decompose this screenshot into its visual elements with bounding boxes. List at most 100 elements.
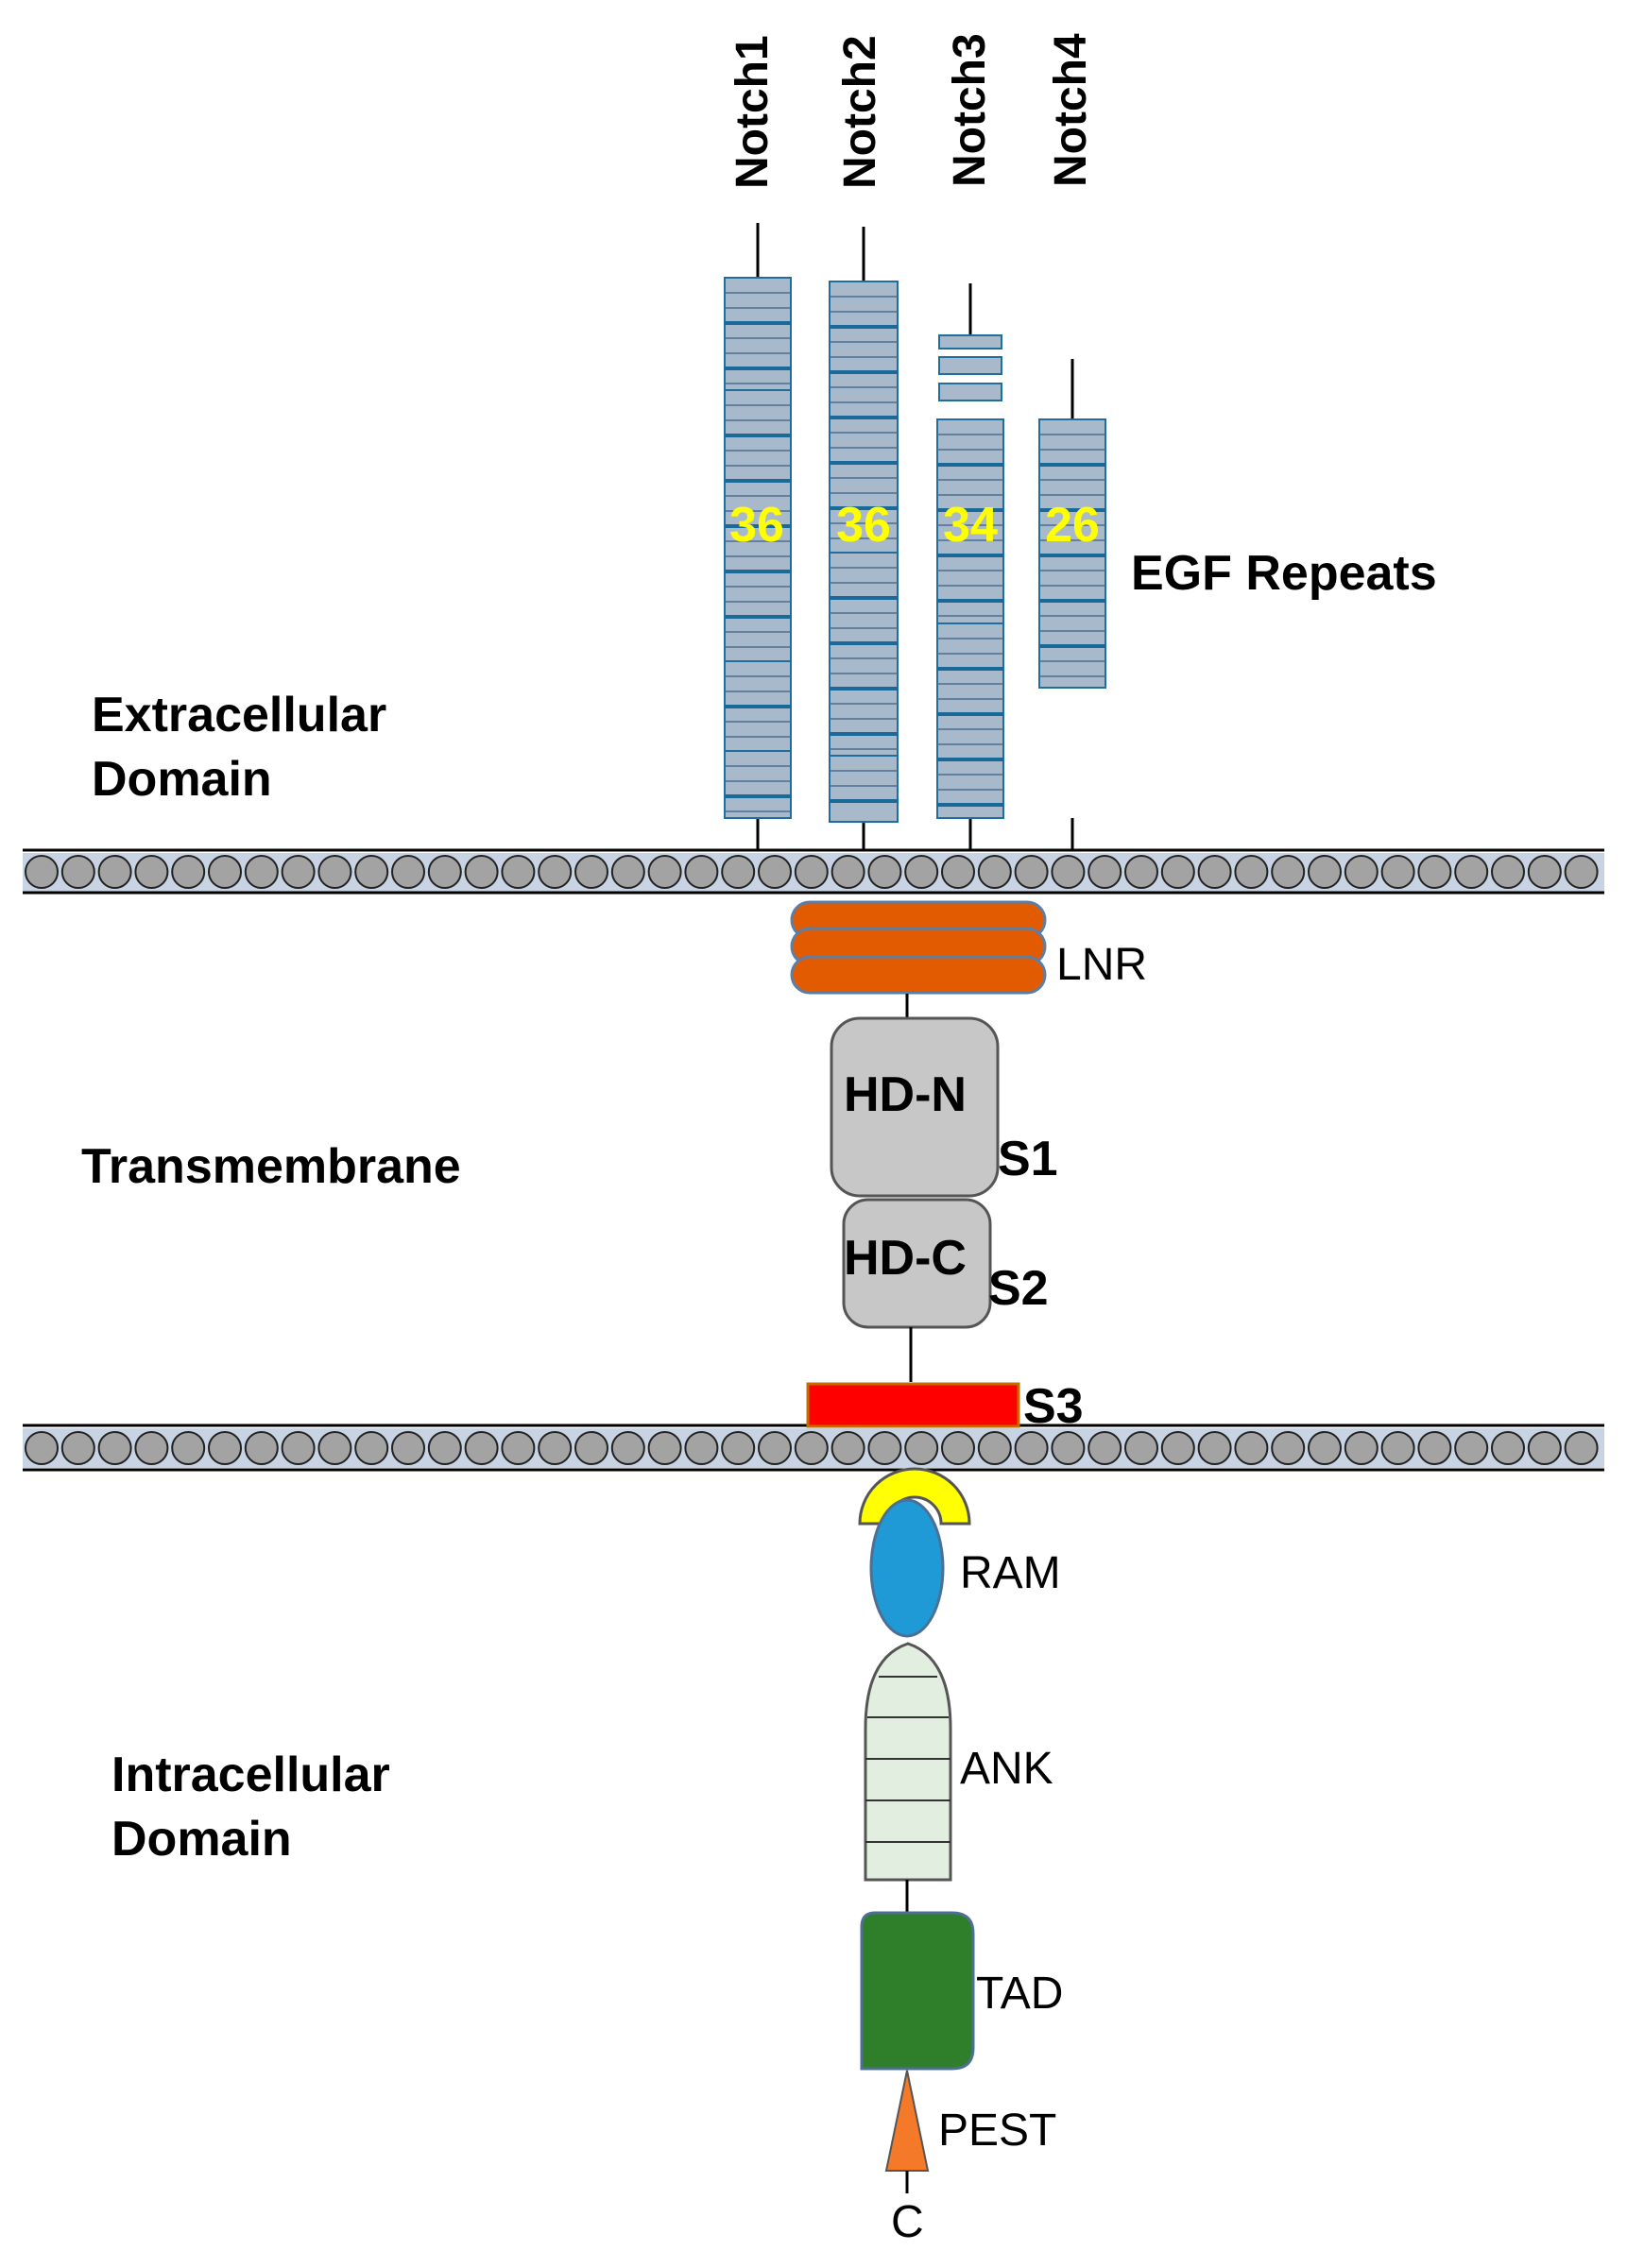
membrane-bead — [354, 855, 389, 889]
inner-membrane — [23, 1424, 1604, 1472]
hd-n-label: HD-N — [844, 1067, 967, 1122]
notch1-label: Notch1 — [728, 35, 778, 189]
membrane-bead — [610, 1431, 645, 1465]
membrane-bead — [60, 855, 95, 889]
membrane-bead — [794, 1431, 829, 1465]
egf-block — [829, 552, 899, 757]
lnr-label: LNR — [1056, 940, 1148, 990]
transmembrane-label: Transmembrane — [81, 1139, 461, 1194]
membrane-bead — [758, 1431, 792, 1465]
ram-label: RAM — [960, 1548, 1061, 1598]
membrane-bead — [1527, 855, 1562, 889]
membrane-bead — [1308, 855, 1342, 889]
membrane-bead — [501, 855, 536, 889]
membrane-bead — [244, 1431, 279, 1465]
membrane-bead — [354, 1431, 389, 1465]
membrane-bead — [941, 855, 975, 889]
egf-repeat — [938, 383, 1002, 401]
s1-label: S1 — [998, 1132, 1058, 1186]
membrane-bead — [134, 1431, 169, 1465]
egf-block — [829, 755, 899, 823]
membrane-bead — [1380, 1431, 1415, 1465]
membrane-bead — [501, 1431, 536, 1465]
egf-column-2 — [829, 227, 899, 850]
membrane-bead — [1491, 1431, 1525, 1465]
intracellular-line-2: Domain — [111, 1812, 292, 1867]
membrane-bead — [1160, 855, 1195, 889]
tad-label: TAD — [976, 1969, 1064, 2019]
membrane-bead — [1124, 855, 1158, 889]
extracellular-line-2: Domain — [92, 752, 272, 807]
membrane-bead — [1271, 1431, 1306, 1465]
intracellular-domain-label: Intracellular Domain — [111, 1743, 390, 1871]
membrane-bead — [574, 1431, 608, 1465]
membrane-bead — [97, 1431, 132, 1465]
membrane-bead — [867, 1431, 902, 1465]
membrane-bead — [721, 855, 756, 889]
egf-repeat — [938, 334, 1002, 350]
egf-block — [724, 277, 792, 391]
membrane-bead — [1564, 1431, 1599, 1465]
membrane-bead — [574, 855, 608, 889]
membrane-bead — [391, 855, 425, 889]
extracellular-domain-label: Extracellular Domain — [92, 683, 386, 811]
membrane-bead — [941, 1431, 975, 1465]
membrane-bead — [25, 855, 59, 889]
membrane-bead — [647, 1431, 682, 1465]
membrane-bead — [1124, 1431, 1158, 1465]
membrane-bead — [464, 1431, 499, 1465]
s3-cleavage-bar — [806, 1382, 1020, 1428]
notch1-egf-count: 36 — [729, 498, 784, 553]
membrane-bead — [794, 855, 829, 889]
egf-repeat-columns — [724, 223, 1106, 850]
tad-domain — [860, 1911, 975, 2071]
membrane-bead — [171, 855, 206, 889]
membrane-bead — [97, 855, 132, 889]
outer-membrane — [23, 848, 1604, 895]
notch2-egf-count: 36 — [836, 498, 891, 553]
ank-domain — [864, 1642, 952, 1882]
egf-column-4 — [1038, 359, 1106, 850]
membrane-bead — [1308, 1431, 1342, 1465]
egf-column-3 — [936, 283, 1004, 850]
membrane-bead — [1234, 1431, 1269, 1465]
membrane-bead — [1197, 1431, 1232, 1465]
membrane-bead — [904, 1431, 939, 1465]
membrane-bead — [134, 855, 169, 889]
egf-block — [936, 622, 1004, 819]
membrane-bead — [208, 855, 242, 889]
hd-c-domain — [842, 1198, 992, 1329]
intracellular-line-1: Intracellular — [111, 1748, 390, 1802]
notch3-egf-count: 34 — [943, 498, 998, 553]
membrane-bead — [1417, 855, 1452, 889]
s3-label: S3 — [1023, 1379, 1084, 1434]
membrane-bead — [1344, 1431, 1379, 1465]
membrane-bead — [1417, 1431, 1452, 1465]
egf-repeats-label: EGF Repeats — [1131, 546, 1437, 601]
ank-label: ANK — [960, 1744, 1053, 1794]
hd-c-label: HD-C — [844, 1231, 967, 1286]
membrane-bead — [1564, 855, 1599, 889]
membrane-bead — [1051, 855, 1086, 889]
pest-label: PEST — [938, 2106, 1057, 2156]
membrane-bead — [721, 1431, 756, 1465]
c-terminus-label: C — [891, 2197, 924, 2247]
membrane-bead — [317, 1431, 352, 1465]
egf-column-1 — [724, 223, 792, 850]
membrane-bead — [1051, 1431, 1086, 1465]
membrane-bead — [244, 855, 279, 889]
membrane-bead — [831, 855, 865, 889]
membrane-bead — [1088, 1431, 1122, 1465]
extracellular-line-1: Extracellular — [92, 688, 387, 742]
membrane-bead — [610, 855, 645, 889]
membrane-bead — [1491, 855, 1525, 889]
membrane-bead — [1088, 855, 1122, 889]
membrane-bead — [538, 1431, 573, 1465]
membrane-bead — [1454, 855, 1489, 889]
membrane-bead — [171, 1431, 206, 1465]
membrane-bead — [208, 1431, 242, 1465]
egf-block — [936, 418, 1004, 624]
membrane-bead — [904, 855, 939, 889]
ram-domain — [869, 1498, 945, 1638]
